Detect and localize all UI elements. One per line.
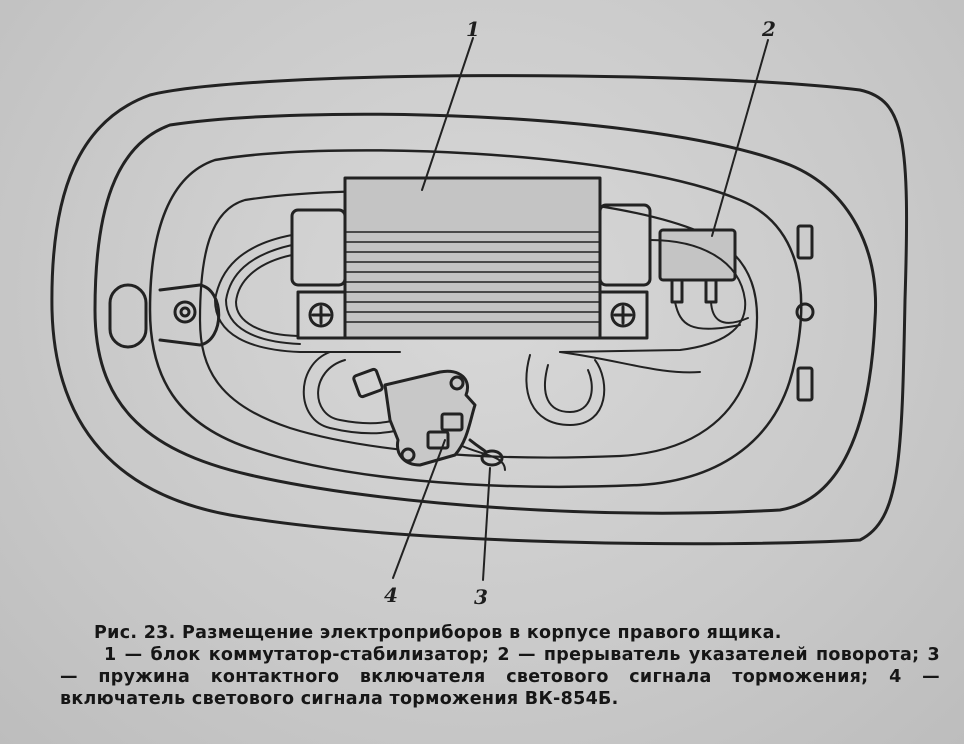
caption-title: Рис. 23. Размещение электроприборов в ко…: [94, 623, 782, 643]
right-screw: [795, 302, 815, 322]
right-slot-top: [796, 224, 814, 260]
housing-inner-outline: [93, 112, 878, 515]
callout-3: 3: [474, 585, 488, 609]
left-mount-lug: [108, 283, 221, 349]
housing-outer-outline: [50, 74, 909, 546]
caption-legend: 1 — блок коммутатор-стабилизатор; 2 — пр…: [60, 645, 940, 709]
housing-diagram: 1 2 3 4: [50, 17, 909, 609]
callout-1: 1: [466, 17, 480, 41]
right-slot-bottom: [796, 366, 814, 402]
leader-line-1: [421, 37, 474, 191]
commutator-stabilizer-block: [290, 176, 652, 340]
leader-line-3: [482, 467, 491, 581]
callout-4: 4: [384, 583, 398, 607]
recess-outline: [148, 149, 803, 489]
brake-light-switch: [352, 367, 477, 467]
leader-line-2: [711, 39, 769, 237]
contact-spring: [468, 438, 504, 467]
callout-2: 2: [761, 17, 776, 41]
figure-caption: Рис. 23. Размещение электроприборов в ко…: [60, 622, 940, 710]
leader-line-4: [392, 439, 446, 579]
